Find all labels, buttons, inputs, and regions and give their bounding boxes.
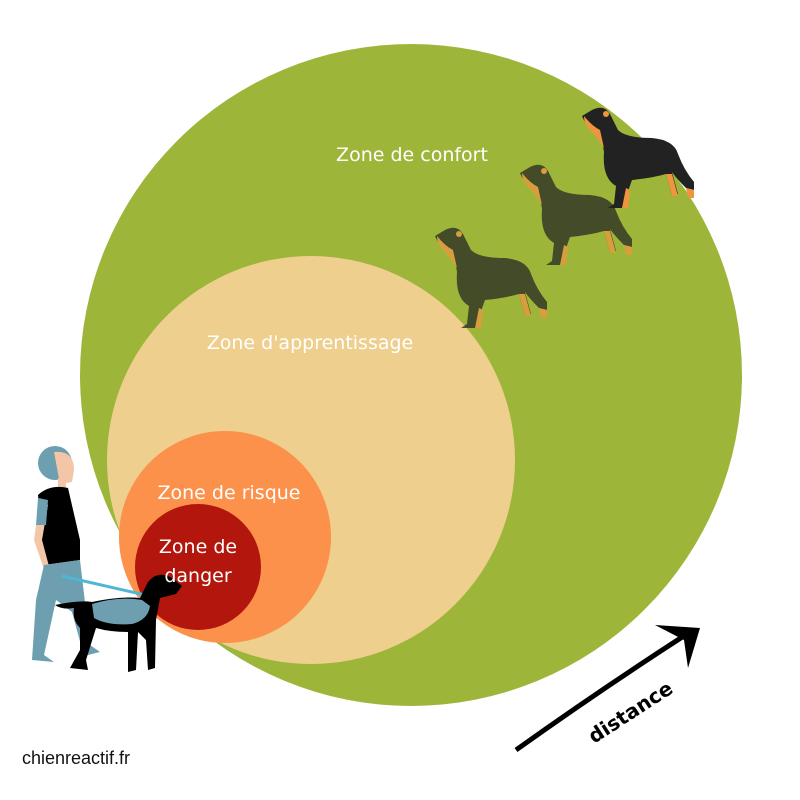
leash bbox=[61, 574, 146, 597]
danger-zone bbox=[135, 504, 261, 630]
reactive-dog-illustration bbox=[55, 574, 182, 672]
danger-zone-label-line2: danger bbox=[164, 565, 231, 587]
distance-label: distance bbox=[584, 676, 677, 748]
site-credit: chienreactif.fr bbox=[22, 748, 131, 768]
danger-zone-label-line1: Zone de bbox=[159, 536, 237, 558]
risk-zone-label: Zone de risque bbox=[158, 482, 301, 504]
learning-zone-label: Zone d'apprentissage bbox=[207, 332, 414, 354]
comfort-zone-label: Zone de confort bbox=[336, 144, 488, 166]
